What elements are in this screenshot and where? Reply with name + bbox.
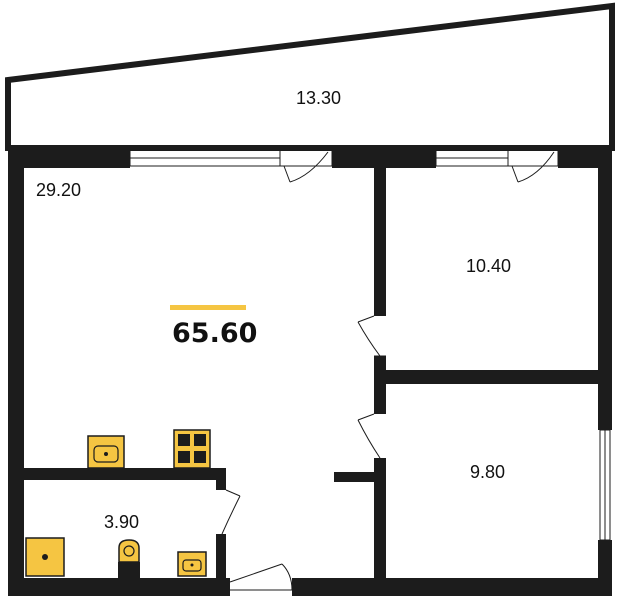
door-bathroom bbox=[221, 489, 241, 535]
door-small-room bbox=[357, 413, 381, 459]
kitchen-sink-icon bbox=[87, 435, 125, 469]
balcony-area-label: 13.30 bbox=[296, 88, 341, 108]
window-living bbox=[129, 149, 333, 183]
balcony-outline bbox=[5, 2, 615, 151]
bathroom-area-label: 3.90 bbox=[104, 512, 139, 532]
door-bedroom bbox=[357, 315, 386, 357]
bedroom-area-label: 10.40 bbox=[466, 256, 511, 276]
small-room-area-label: 9.80 bbox=[470, 462, 505, 482]
bathroom-sink-icon bbox=[177, 551, 207, 577]
toilet-icon bbox=[118, 539, 140, 578]
door-entrance bbox=[229, 563, 293, 591]
total-area-accent-bar bbox=[170, 305, 246, 310]
shower-tray-icon bbox=[25, 537, 65, 577]
window-small-room bbox=[599, 429, 611, 541]
living-room-area-label: 29.20 bbox=[36, 180, 81, 200]
total-area-label: 65.60 bbox=[172, 318, 257, 349]
interior-walls bbox=[24, 168, 598, 578]
stove-icon bbox=[173, 429, 211, 469]
exterior-walls bbox=[8, 148, 612, 596]
window-bedroom bbox=[435, 149, 559, 183]
